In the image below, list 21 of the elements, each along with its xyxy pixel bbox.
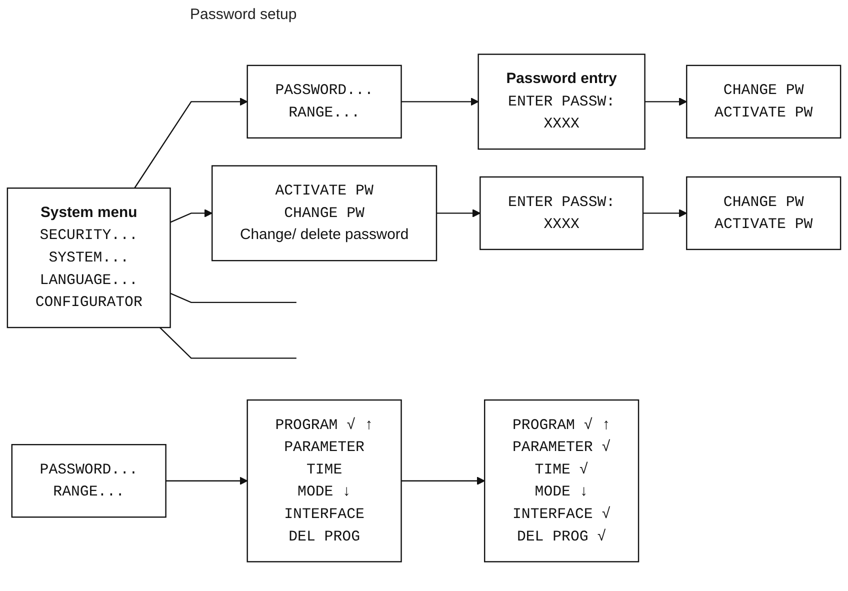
arrow (643, 209, 687, 218)
arrow (436, 209, 481, 218)
node-box: CHANGE PW ACTIVATE PW (686, 176, 842, 250)
node-box: PASSWORD... RANGE... (246, 64, 402, 139)
arrow (170, 209, 212, 223)
node-box: PASSWORD... RANGE... (11, 444, 166, 518)
node-box: Password entry ENTER PASSW: XXXX (478, 54, 646, 150)
node-box: System menu SECURITY... SYSTEM... LANGUAGE... CONFIGURATOR (6, 188, 171, 328)
arrow (401, 476, 485, 485)
arrow (166, 476, 248, 485)
node-box: CHANGE PW ACTIVATE PW (686, 64, 842, 139)
arrow (134, 98, 248, 188)
arrow (644, 98, 687, 106)
node-box: PROGRAM √ ↑ PARAMETER √ TIME √ MODE ↓ INTERFACE √ DEL PROG √ (484, 399, 640, 562)
node-box: ACTIVATE PW CHANGE PW Change/ delete password (212, 165, 438, 262)
connector (160, 327, 296, 359)
node-box: ENTER PASSW: XXXX (480, 176, 644, 250)
section-heading: Password setup (190, 6, 297, 23)
node-box: PROGRAM √ ↑ PARAMETER TIME MODE ↓ INTERFACE DEL PROG (246, 399, 402, 562)
arrow (401, 98, 479, 106)
connector (170, 292, 296, 304)
